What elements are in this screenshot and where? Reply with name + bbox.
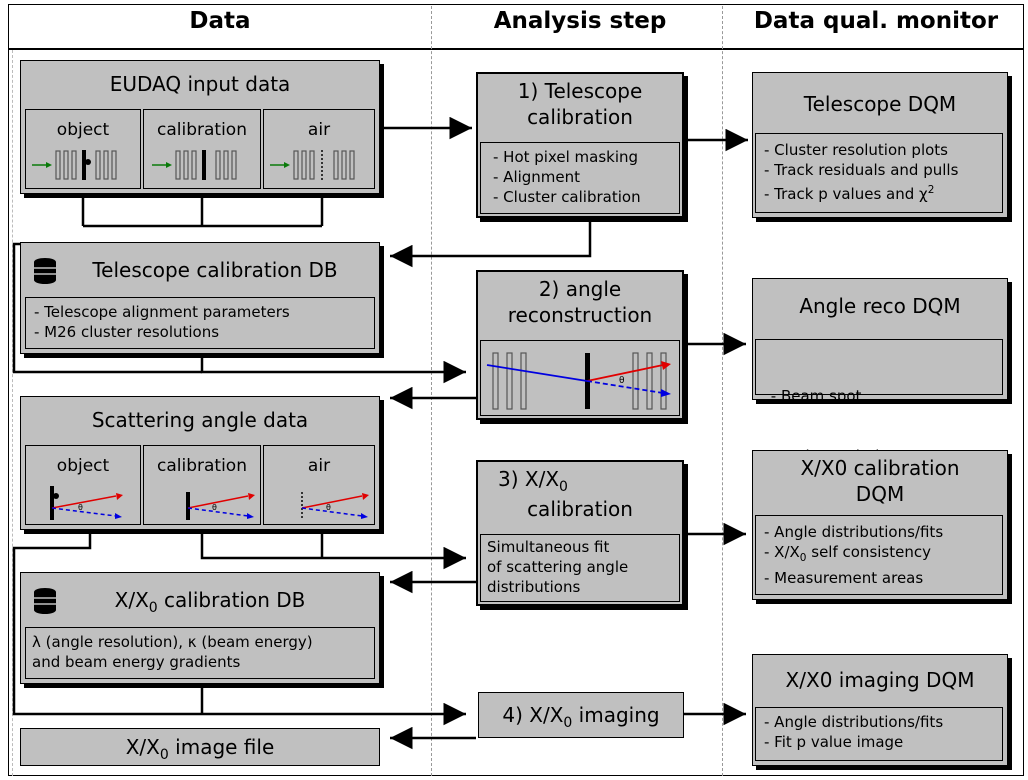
header-rule	[8, 48, 1024, 50]
scattering-object-label: object	[56, 456, 110, 476]
database-icon	[34, 258, 56, 284]
eudaq-calibration-cell: calibration	[143, 109, 261, 189]
header-analysis-step: Analysis step	[493, 8, 667, 34]
scattering-object-sketch: θ	[50, 486, 123, 520]
svg-text:θ: θ	[78, 503, 83, 512]
x0-db-params: λ (angle resolution), κ (beam energy) an…	[25, 627, 375, 679]
x0-db-item-lambda-kappa: λ (angle resolution), κ (beam energy)	[32, 633, 313, 651]
step3-description: Simultaneous fit of scattering angle dis…	[480, 534, 680, 602]
x0-calibration-dqm-item-areas: - Measurement areas	[764, 569, 924, 587]
step3-line3: distributions	[487, 578, 581, 596]
scattering-air-cell: air θ	[263, 445, 375, 525]
scattering-angle-data-box: Scattering angle data object θ calibrati…	[20, 396, 380, 530]
eudaq-calibration-label: calibration	[157, 120, 247, 140]
column-divider-right	[722, 6, 723, 776]
step-angle-reconstruction-box: 2) angle reconstruction θ	[476, 270, 684, 420]
x0-calibration-dqm-title-line2: DQM	[855, 482, 905, 506]
x0-db-title: X/X0 calibration DB	[114, 588, 306, 616]
step3-line1: Simultaneous fit	[487, 538, 610, 556]
svg-text:θ: θ	[619, 376, 625, 386]
step3-title-line2: calibration	[527, 497, 633, 521]
angle-reco-dqm-box: Angle reco DQM - Beam spot - Angle resol…	[752, 278, 1008, 465]
database-icon	[34, 588, 56, 614]
column-divider-left	[431, 6, 432, 776]
eudaq-air-cell: air	[263, 109, 375, 189]
angle-reco-dqm-plots: - Beam spot - Angle resolution	[755, 339, 1003, 465]
telescope-dqm-item-residuals: - Track residuals and pulls	[764, 161, 959, 179]
step1-item-cluster: - Cluster calibration	[493, 188, 641, 206]
telescope-db-item-resolutions: - M26 cluster resolutions	[34, 323, 220, 341]
diagram-frame	[8, 4, 1024, 776]
header-data-quality-monitor: Data qual. monitor	[753, 8, 999, 34]
x0-imaging-dqm-item-distributions: - Angle distributions/fits	[764, 713, 944, 731]
step4-label: 4) X/X0 imaging	[502, 703, 660, 731]
telescope-dqm-item-pvalues: - Track p values and χ2	[764, 184, 935, 203]
x0-imaging-dqm-item-pvalue: - Fit p value image	[764, 733, 904, 751]
step1-title-line2: calibration	[527, 105, 633, 129]
x0-image-file-label: X/X0 image file	[125, 735, 275, 763]
scattering-calibration-cell: calibration θ	[143, 445, 261, 525]
eudaq-object-label: object	[56, 120, 110, 140]
step1-item-hot-pixel: - Hot pixel masking	[493, 148, 639, 166]
step3-line2: of scattering angle	[487, 558, 629, 576]
scattering-calibration-label: calibration	[157, 456, 247, 476]
step3-title-line1: 3) X/X0	[498, 467, 568, 495]
header-data: Data	[189, 8, 251, 34]
x0-calibration-dqm-title-line1: X/X0 calibration	[800, 456, 960, 480]
step-x0-imaging-box: 4) X/X0 imaging	[478, 692, 684, 738]
x0-image-file-box: X/X0 image file	[20, 728, 380, 766]
telescope-calibration-sketch	[152, 150, 237, 180]
scattering-object-cell: object θ	[25, 445, 141, 525]
telescope-db-title: Telescope calibration DB	[92, 258, 338, 282]
x0-calibration-dqm-plots: - Angle distributions/fits - X/X0 self c…	[755, 515, 1003, 595]
x0-calibration-db-box: X/X0 calibration DB λ (angle resolution)…	[20, 572, 380, 684]
angle-reco-dqm-item-beam-spot: - Beam spot	[766, 387, 862, 405]
telescope-dqm-box: Telescope DQM - Cluster resolution plots…	[752, 72, 1008, 218]
step2-title-line2: reconstruction	[507, 303, 653, 327]
step1-item-alignment: - Alignment	[493, 168, 581, 186]
scattering-calibration-sketch: θ	[186, 492, 255, 520]
step-telescope-calibration-box: 1) Telescope calibration - Hot pixel mas…	[476, 72, 684, 218]
telescope-dqm-plots: - Cluster resolution plots - Track resid…	[755, 133, 1003, 213]
telescope-db-params: - Telescope alignment parameters - M26 c…	[25, 297, 375, 349]
x0-imaging-dqm-plots: - Angle distributions/fits - Fit p value…	[755, 707, 1003, 761]
scattering-air-label: air	[307, 456, 331, 476]
telescope-dqm-title: Telescope DQM	[803, 92, 957, 116]
x0-calibration-dqm-item-consistency: - X/X0 self consistency	[764, 543, 931, 564]
step2-title-line1: 2) angle	[538, 277, 622, 301]
svg-text:θ: θ	[212, 503, 217, 512]
telescope-air-sketch	[270, 150, 355, 180]
angle-reconstruction-sketch: θ	[486, 352, 671, 410]
x0-calibration-dqm-item-distributions: - Angle distributions/fits	[764, 523, 944, 541]
step2-sketch-panel: θ	[480, 340, 680, 416]
eudaq-object-cell: object	[25, 109, 141, 189]
telescope-db-item-alignment: - Telescope alignment parameters	[34, 303, 290, 321]
eudaq-input-data-box: EUDAQ input data object calibration air	[20, 60, 380, 194]
x0-db-item-gradients: and beam energy gradients	[32, 653, 241, 671]
eudaq-air-label: air	[307, 120, 331, 140]
x0-imaging-dqm-box: X/X0 imaging DQM - Angle distributions/f…	[752, 654, 1008, 766]
column-divider-outer	[12, 50, 13, 776]
eudaq-title: EUDAQ input data	[109, 72, 291, 96]
angle-reco-dqm-title: Angle reco DQM	[799, 294, 961, 318]
telescope-dqm-item-cluster: - Cluster resolution plots	[764, 141, 948, 159]
svg-text:θ: θ	[326, 503, 331, 512]
scattering-title: Scattering angle data	[91, 408, 309, 432]
telescope-calibration-db-box: Telescope calibration DB - Telescope ali…	[20, 242, 380, 354]
x0-imaging-dqm-title: X/X0 imaging DQM	[785, 668, 975, 692]
step-x0-calibration-box: 3) X/X0 calibration Simultaneous fit of …	[476, 460, 684, 606]
scattering-air-sketch: θ	[301, 492, 369, 520]
telescope-object-sketch	[32, 150, 117, 180]
step1-title-line1: 1) Telescope	[517, 79, 643, 103]
step1-tasks: - Hot pixel masking - Alignment - Cluste…	[480, 142, 680, 214]
x0-calibration-dqm-box: X/X0 calibration DQM - Angle distributio…	[752, 450, 1008, 600]
